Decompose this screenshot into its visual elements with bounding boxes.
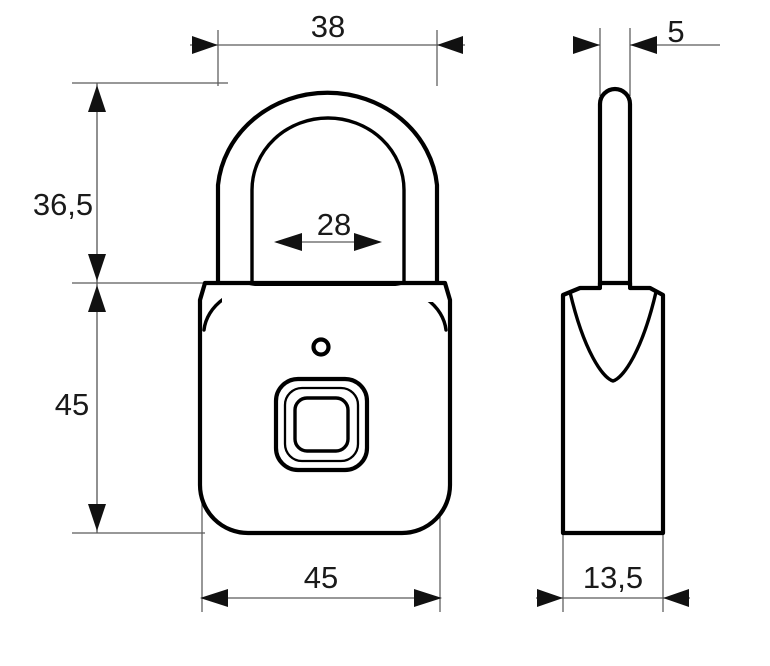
fingerprint-sensor-inner (293, 396, 350, 453)
dim-label-135: 13,5 (583, 560, 643, 595)
dim-label-45h: 45 (304, 560, 338, 595)
arrow-28-left (274, 233, 302, 251)
dim-label-5: 5 (667, 14, 684, 49)
arrow-45h-right (414, 589, 442, 607)
front-view (197, 90, 453, 536)
arrow-45v-top (88, 285, 106, 312)
dim-label-28: 28 (317, 207, 351, 242)
dim-label-38: 38 (311, 9, 345, 44)
dimension-body-depth: 13,5 (536, 560, 690, 607)
shackle-side-bar (597, 86, 633, 303)
dimension-shackle-inner-width: 28 (274, 207, 382, 251)
shackle-outer (215, 90, 440, 303)
dimension-shackle-thickness: 5 (573, 14, 720, 54)
arrow-38-right (437, 36, 463, 54)
shackle-inner (250, 116, 406, 302)
dimension-body-width: 45 (200, 560, 442, 607)
arrow-45h-left (200, 589, 228, 607)
arrow-135-left (537, 589, 563, 607)
dimension-shackle-outer-width: 38 (190, 9, 465, 54)
arrow-365-top (88, 85, 106, 112)
shackle-seat-curve (568, 290, 658, 383)
dimension-body-height: 45 (55, 283, 106, 533)
arrow-28-right (354, 233, 382, 251)
fingerprint-sensor-middle (283, 386, 360, 463)
arrow-5-right (630, 36, 657, 54)
arrow-365-bottom (88, 254, 106, 281)
arrow-135-right (663, 589, 689, 607)
arrow-5-left (573, 36, 600, 54)
shackle-side-mask (602, 286, 628, 300)
shackle-leg-mask (222, 286, 434, 302)
dimension-shackle-height: 36,5 (33, 83, 106, 283)
dim-label-365: 36,5 (33, 187, 93, 222)
arrow-38-left (192, 36, 218, 54)
arrow-45v-bottom (88, 504, 106, 531)
led-indicator-hole (311, 337, 331, 357)
side-view (560, 86, 666, 536)
dim-label-45v: 45 (55, 387, 89, 422)
